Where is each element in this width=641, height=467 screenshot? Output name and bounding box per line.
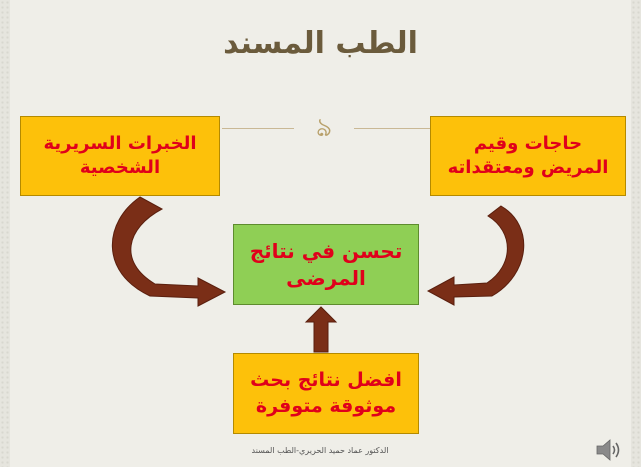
slide-title: الطب المسند (223, 26, 418, 61)
left-edge-texture (0, 0, 10, 467)
research-evidence-line1: افضل نتائج بحث (250, 368, 402, 391)
title-rule-right (354, 128, 430, 129)
research-evidence-line2: موثوقة متوفرة (255, 394, 397, 417)
patient-outcomes-line1: تحسن في نتائج (249, 238, 403, 263)
patient-outcomes-box: تحسن في نتائج المرضى (233, 224, 419, 305)
up-arrow (304, 306, 338, 353)
clinical-experience-line1: الخبرات السريرية (43, 132, 197, 154)
right-edge-texture (631, 0, 641, 467)
patient-outcomes-line2: المرضى (286, 265, 366, 290)
speaker-icon[interactable] (594, 437, 622, 463)
slide-footer: الدكتور عماد حميد الحريري-الطب المسند (251, 446, 389, 455)
left-curved-arrow (111, 196, 227, 307)
clinical-experience-box: الخبرات السريرية الشخصية (20, 116, 220, 196)
right-curved-arrow (426, 205, 525, 306)
patient-values-box: حاجات وقيم المريض ومعتقداته (430, 116, 626, 196)
patient-values-line2: المريض ومعتقداته (447, 157, 609, 178)
curl-ornament-icon: ঌ (316, 113, 332, 143)
title-rule-left (222, 128, 294, 129)
patient-values-line1: حاجات وقيم (473, 132, 583, 154)
clinical-experience-line2: الشخصية (79, 157, 161, 178)
research-evidence-box: افضل نتائج بحث موثوقة متوفرة (233, 353, 419, 434)
